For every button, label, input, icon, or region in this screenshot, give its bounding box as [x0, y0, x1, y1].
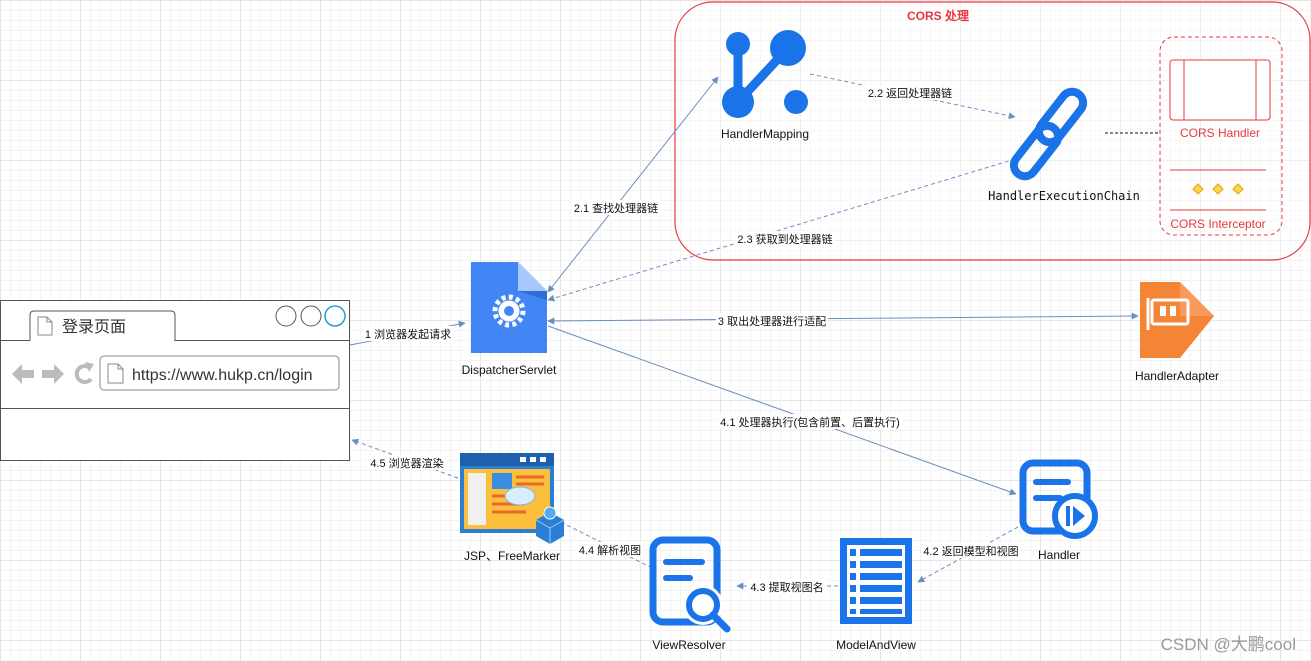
handler-adapter-label: HandlerAdapter — [1135, 369, 1219, 383]
window-minimize-button[interactable] — [275, 305, 297, 327]
window-maximize-button[interactable] — [300, 305, 322, 327]
gear-document-icon — [471, 262, 547, 353]
edge-label-4-2: 4.2 返回模型和视图 — [923, 544, 1018, 558]
handler-adapter-node[interactable]: HandlerAdapter — [1135, 282, 1219, 383]
cors-handler-label: CORS Handler — [1180, 126, 1260, 140]
ellipsis-diamonds-icon — [1192, 183, 1244, 195]
address-bar[interactable] — [99, 355, 340, 391]
edge-label-3: 3 取出处理器进行适配 — [718, 314, 826, 328]
edge-label-4-5: 4.5 浏览器渲染 — [370, 456, 443, 470]
network-card-icon — [1140, 282, 1214, 358]
edge-labels: 1 浏览器发起请求 2.1 查找处理器链 2.2 返回处理器链 2.3 获取到处… — [363, 85, 1021, 594]
document-search-icon — [649, 536, 731, 633]
handler-node[interactable]: Handler — [1019, 459, 1098, 562]
cors-group: CORS 处理 — [674, 1, 1311, 261]
watermark: CSDN @大鹏cool — [1161, 635, 1296, 654]
browser-tab[interactable] — [29, 310, 176, 341]
edge-3 — [547, 312, 1139, 325]
edge-4-1 — [547, 325, 1017, 496]
edge-label-2-2: 2.2 返回处理器链 — [868, 86, 952, 100]
view-label: JSP、FreeMarker — [464, 549, 560, 563]
document-play-icon — [1019, 459, 1098, 539]
list-icon — [840, 538, 912, 624]
browser-window: 登录页面 https://www.hukp.cn/login — [0, 300, 350, 461]
view-resolver-label: ViewResolver — [652, 638, 725, 652]
handler-execution-chain-label: HandlerExecutionChain — [988, 189, 1140, 203]
browser-tab-title: 登录页面 — [62, 318, 126, 336]
edge-label-2-3: 2.3 获取到处理器链 — [737, 232, 832, 246]
edge-2-3 — [547, 156, 1023, 302]
edge-label-4-4: 4.4 解析视图 — [579, 543, 641, 557]
forward-arrow-icon[interactable] — [42, 364, 64, 384]
window-close-button[interactable] — [324, 305, 346, 327]
edge-label-2-1: 2.1 查找处理器链 — [574, 201, 658, 215]
page-icon — [37, 316, 53, 336]
refresh-icon[interactable] — [74, 362, 94, 385]
view-resolver-node[interactable]: ViewResolver — [649, 536, 731, 652]
handler-mapping-node[interactable]: HandlerMapping — [721, 30, 809, 141]
view-node[interactable]: JSP、FreeMarker — [460, 453, 565, 563]
edge-4-4 — [556, 519, 653, 569]
web-page-icon — [460, 453, 565, 544]
model-and-view-label: ModelAndView — [836, 638, 916, 652]
edge-label-4-1: 4.1 处理器执行(包含前置、后置执行) — [720, 415, 900, 429]
edge-2-1 — [547, 76, 719, 293]
handler-execution-chain-node[interactable]: HandlerExecutionChain — [988, 87, 1140, 203]
edge-label-1: 1 浏览器发起请求 — [365, 327, 451, 341]
chain-link-icon — [1009, 87, 1088, 181]
dispatcher-servlet-node[interactable]: DispatcherServlet — [462, 262, 557, 377]
handler-mapping-label: HandlerMapping — [721, 127, 809, 141]
back-arrow-icon[interactable] — [12, 364, 34, 384]
handler-label: Handler — [1038, 548, 1080, 562]
branch-icon — [722, 30, 808, 118]
dispatcher-servlet-label: DispatcherServlet — [462, 363, 557, 377]
url-text[interactable]: https://www.hukp.cn/login — [132, 367, 313, 384]
cors-interceptor-label: CORS Interceptor — [1170, 217, 1265, 231]
edge-label-4-3: 4.3 提取视图名 — [750, 580, 823, 594]
cors-chain-box: CORS Handler CORS Interceptor — [1159, 36, 1283, 236]
url-page-icon — [107, 363, 124, 384]
cors-group-title: CORS 处理 — [907, 8, 969, 23]
model-and-view-node[interactable]: ModelAndView — [836, 538, 916, 652]
